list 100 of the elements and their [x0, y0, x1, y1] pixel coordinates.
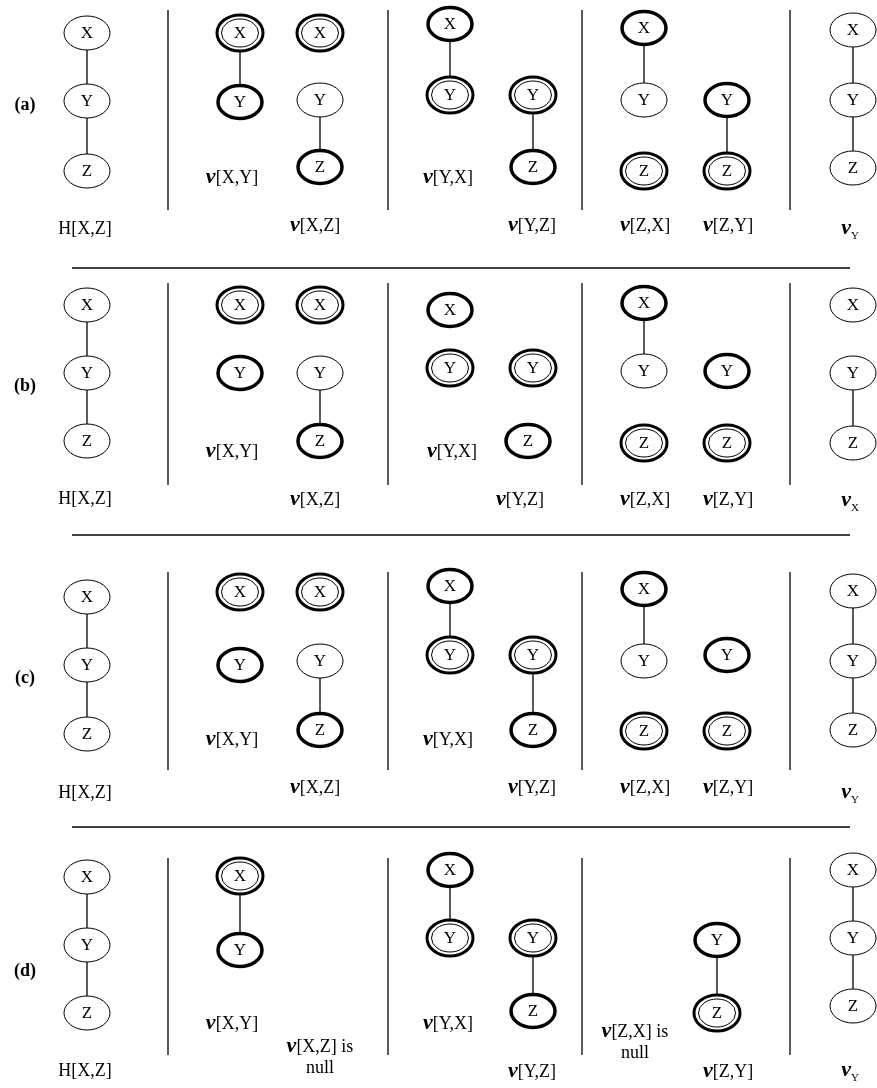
graph-node: X — [426, 6, 474, 42]
graph-node: X — [296, 15, 344, 51]
graph-node: Y — [703, 82, 751, 118]
graph-node: Z — [504, 423, 552, 459]
graph-caption: v[Z,X] — [619, 211, 671, 237]
graph-node: Y — [63, 83, 111, 119]
graph-caption: v[X,Y] — [205, 163, 259, 189]
edge-line — [643, 319, 645, 355]
graph-caption: v$_{Y}$ — [841, 214, 859, 242]
graph-node: Z — [620, 425, 668, 461]
graph-node: Z — [63, 423, 111, 459]
graph-caption: v[X,Y] — [205, 1009, 259, 1035]
graph-node: Y — [296, 82, 344, 118]
edge-line — [319, 116, 321, 151]
graph-node: Y — [620, 643, 668, 679]
graph-caption: v[X,Y] — [205, 437, 259, 463]
graph-node: Z — [703, 425, 751, 461]
graph-node: X — [296, 574, 344, 610]
graph-caption: H[X,Z] — [58, 1059, 112, 1081]
graph-node: Z — [63, 995, 111, 1031]
graph-node: X — [216, 858, 264, 894]
graph-node: Z — [829, 988, 877, 1024]
graph-node: Y — [703, 353, 751, 389]
graph-node: Z — [63, 153, 111, 189]
graph-node: X — [296, 287, 344, 323]
graph-node: X — [426, 568, 474, 604]
graph-node: Y — [829, 82, 877, 118]
edge-line — [86, 321, 88, 357]
graph-node: X — [426, 852, 474, 888]
edge-line — [643, 605, 645, 645]
edge-line — [86, 893, 88, 929]
graph-node: Y — [426, 350, 474, 386]
graph-caption: v[Y,Z] — [508, 211, 556, 237]
row-label: (b) — [14, 374, 36, 396]
edge-line — [86, 961, 88, 997]
graph-node: Y — [426, 637, 474, 673]
edge-line — [86, 613, 88, 649]
edge-line — [86, 681, 88, 718]
graph-caption: v[Y,Z] — [508, 773, 556, 799]
graph-node: X — [216, 574, 264, 610]
graph-node: Z — [620, 153, 668, 189]
graph-node: Y — [620, 82, 668, 118]
graph-node: Z — [829, 425, 877, 461]
graph-node: Z — [63, 716, 111, 752]
graph-caption: v[Z,X] — [619, 485, 671, 511]
graph-node: Y — [509, 920, 557, 956]
graph-caption: v[Z,X] — [619, 773, 671, 799]
edge-line — [532, 954, 534, 995]
graph-node: X — [216, 15, 264, 51]
graph-caption: v[Z,Y] — [702, 773, 754, 799]
graph-node: Z — [703, 713, 751, 749]
graph-caption: v[Z,X] is null — [600, 1017, 670, 1063]
edge-line — [319, 677, 321, 714]
graph-caption: v[Z,Y] — [702, 1057, 754, 1083]
graph-node: Y — [296, 643, 344, 679]
graph-caption: v[Y,Z] — [496, 485, 544, 511]
graph-caption: v[Y,X] — [427, 437, 477, 463]
row-label: (d) — [14, 959, 36, 981]
graph-node: Z — [620, 713, 668, 749]
graph-node: Y — [63, 647, 111, 683]
edge-line — [532, 671, 534, 714]
edge-line — [852, 886, 854, 922]
graph-node: Z — [296, 149, 344, 185]
graph-caption: v$_{X}$ — [841, 486, 859, 514]
graph-node: Y — [63, 355, 111, 391]
graph-node: Y — [620, 353, 668, 389]
graph-node: X — [620, 571, 668, 607]
edge-line — [852, 46, 854, 84]
graph-node: X — [620, 285, 668, 321]
graph-node: Y — [426, 77, 474, 113]
graph-node: Y — [509, 77, 557, 113]
graph-node: Y — [509, 350, 557, 386]
graph-node: Z — [296, 423, 344, 459]
graph-caption: v$_{Y}$ — [841, 778, 859, 806]
graph-caption: v[Z,Y] — [702, 485, 754, 511]
graph-caption: v[Y,X] — [423, 163, 473, 189]
graph-caption: v[X,Z] — [289, 211, 341, 237]
graph-caption: H[X,Z] — [58, 217, 112, 239]
graph-caption: v[X,Y] — [205, 725, 259, 751]
graph-node: Y — [829, 643, 877, 679]
edge-line — [86, 389, 88, 425]
edge-line — [86, 49, 88, 85]
edge-line — [86, 117, 88, 155]
edge-line — [852, 677, 854, 714]
graph-caption: v[X,Z] — [289, 773, 341, 799]
edge-line — [239, 892, 241, 934]
graph-node: Y — [63, 927, 111, 963]
graph-node: Y — [216, 647, 264, 683]
edge-line — [852, 116, 854, 152]
graph-node: Y — [693, 922, 741, 958]
graph-node: X — [426, 292, 474, 328]
edge-line — [852, 389, 854, 427]
graph-caption: v[Y,X] — [423, 725, 473, 751]
graph-node: Z — [829, 150, 877, 186]
graph-node: Z — [509, 993, 557, 1029]
edge-line — [532, 111, 534, 151]
graph-node: Y — [216, 355, 264, 391]
graph-node: X — [63, 579, 111, 615]
graph-node: Y — [829, 920, 877, 956]
graph-node: Y — [703, 637, 751, 673]
